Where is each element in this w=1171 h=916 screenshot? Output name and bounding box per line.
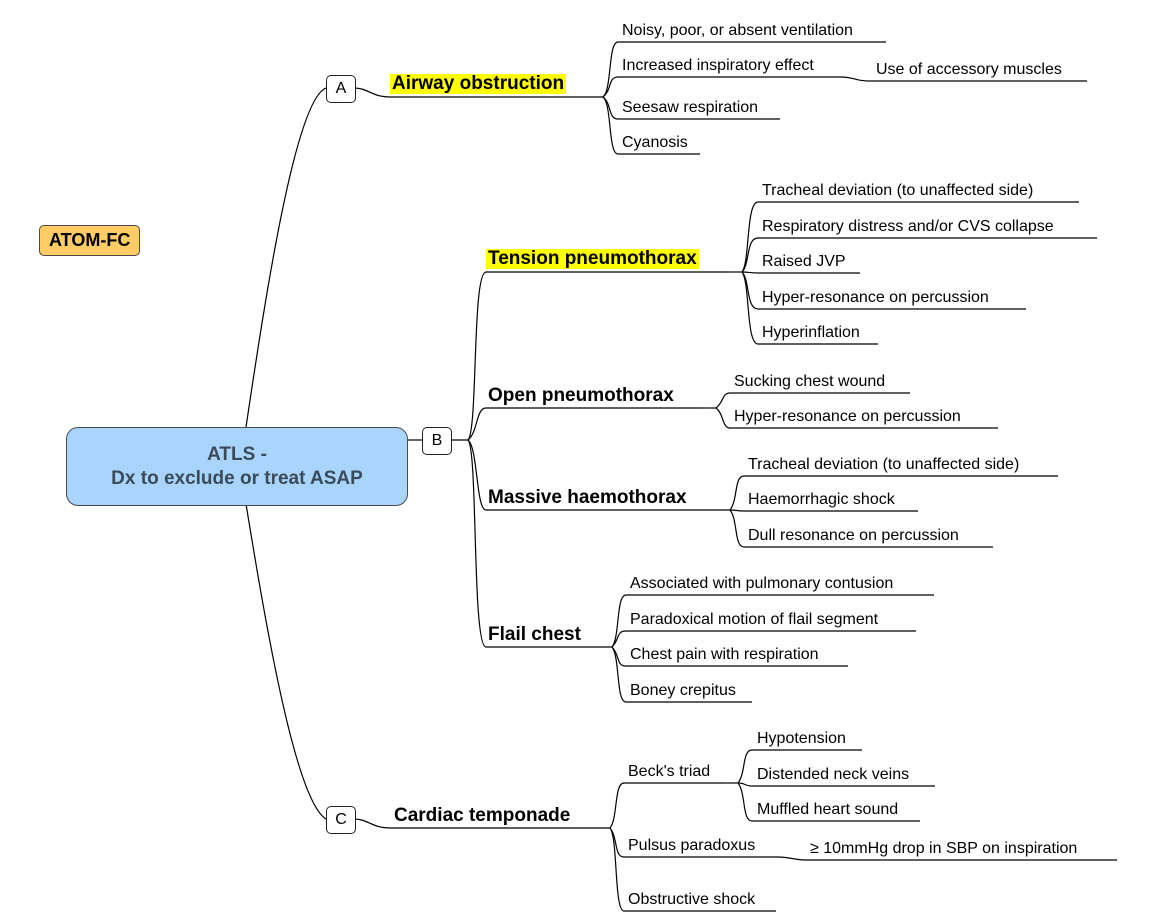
open-pneumothorax-title[interactable]: Open pneumothorax — [488, 385, 674, 406]
open-item[interactable]: Sucking chest wound — [734, 373, 886, 390]
open-item[interactable]: Hyper-resonance on percussion — [734, 408, 961, 425]
becks-item[interactable]: Hypotension — [757, 730, 846, 747]
airway-item[interactable]: Seesaw respiration — [622, 99, 759, 116]
becks-item[interactable]: Distended neck veins — [757, 766, 910, 783]
tension-item[interactable]: Hyper-resonance on percussion — [762, 289, 989, 306]
airway-item[interactable]: Noisy, poor, or absent ventilation — [622, 22, 853, 39]
flail-item[interactable]: Associated with pulmonary contusion — [630, 575, 894, 592]
airway-item[interactable]: Cyanosis — [622, 134, 688, 151]
massive-item[interactable]: Dull resonance on percussion — [748, 527, 959, 544]
tension-item[interactable]: Hyperinflation — [762, 324, 860, 341]
flail-item[interactable]: Boney crepitus — [630, 682, 736, 699]
massive-item[interactable]: Tracheal deviation (to unaffected side) — [748, 456, 1020, 473]
root-subtitle: Dx to exclude or treat ASAP — [111, 467, 363, 489]
tension-pneumothorax-title[interactable]: Tension pneumothorax — [486, 248, 699, 269]
root-node[interactable]: ATLS - Dx to exclude or treat ASAP — [66, 427, 408, 506]
cardiac-temponade-title[interactable]: Cardiac temponade — [394, 805, 571, 826]
pulsus-paradoxus-label[interactable]: Pulsus paradoxus — [628, 837, 756, 854]
tension-item[interactable]: Raised JVP — [762, 253, 846, 270]
massive-item[interactable]: Haemorrhagic shock — [748, 491, 895, 508]
obstructive-shock-label[interactable]: Obstructive shock — [628, 891, 756, 908]
flail-chest-title[interactable]: Flail chest — [488, 624, 581, 645]
atom-fc-tag[interactable]: ATOM-FC — [39, 225, 141, 256]
node-b-box[interactable]: B — [422, 427, 452, 455]
flail-item[interactable]: Chest pain with respiration — [630, 646, 819, 663]
becks-item[interactable]: Muffled heart sound — [757, 801, 899, 818]
flail-item[interactable]: Paradoxical motion of flail segment — [630, 611, 879, 628]
becks-triad-label[interactable]: Beck's triad — [628, 763, 711, 780]
tension-item[interactable]: Respiratory distress and/or CVS collapse — [762, 218, 1054, 235]
airway-subitem[interactable]: Use of accessory muscles — [876, 61, 1062, 78]
massive-haemothorax-title[interactable]: Massive haemothorax — [488, 487, 687, 508]
tension-item[interactable]: Tracheal deviation (to unaffected side) — [762, 182, 1034, 199]
root-title: ATLS - — [207, 443, 267, 465]
airway-obstruction-title[interactable]: Airway obstruction — [390, 73, 567, 94]
airway-item[interactable]: Increased inspiratory effect — [622, 57, 814, 74]
node-c-box[interactable]: C — [326, 806, 356, 834]
pulsus-detail[interactable]: ≥ 10mmHg drop in SBP on inspiration — [810, 840, 1078, 857]
node-a-box[interactable]: A — [326, 75, 356, 103]
